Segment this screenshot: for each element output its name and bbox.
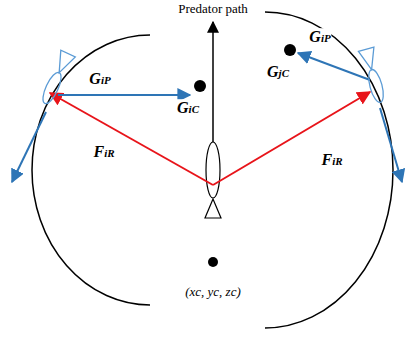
- centroid-dot: [194, 80, 206, 92]
- prey-fish: [358, 47, 388, 104]
- vector-label: GiP: [308, 28, 331, 46]
- centroid-dot: [284, 44, 296, 56]
- school-centre: [208, 257, 218, 267]
- repulsion-arrow: [213, 92, 370, 185]
- attraction-arrow: [298, 53, 370, 80]
- attraction-arrow: [58, 94, 190, 96]
- predator-path-arrow: [212, 22, 214, 142]
- vector-label: FiR: [320, 151, 343, 169]
- school-boundary: [32, 35, 150, 305]
- coordinate-label: (xc, yc, zc): [184, 285, 242, 299]
- centroid-label: GiC: [176, 99, 200, 117]
- predator-body: [206, 142, 220, 198]
- school-boundary: [265, 12, 393, 328]
- repulsion-arrow: [50, 93, 213, 185]
- vector-label: GiP: [88, 70, 111, 88]
- vector-label: FiR: [92, 143, 115, 161]
- heading-arrow: [380, 108, 402, 182]
- heading-arrow: [12, 112, 46, 182]
- predator-tail: [205, 199, 221, 218]
- path-label: Predator path: [177, 2, 249, 16]
- prey-fish: [38, 50, 76, 107]
- centroid-label: GjC: [266, 63, 290, 81]
